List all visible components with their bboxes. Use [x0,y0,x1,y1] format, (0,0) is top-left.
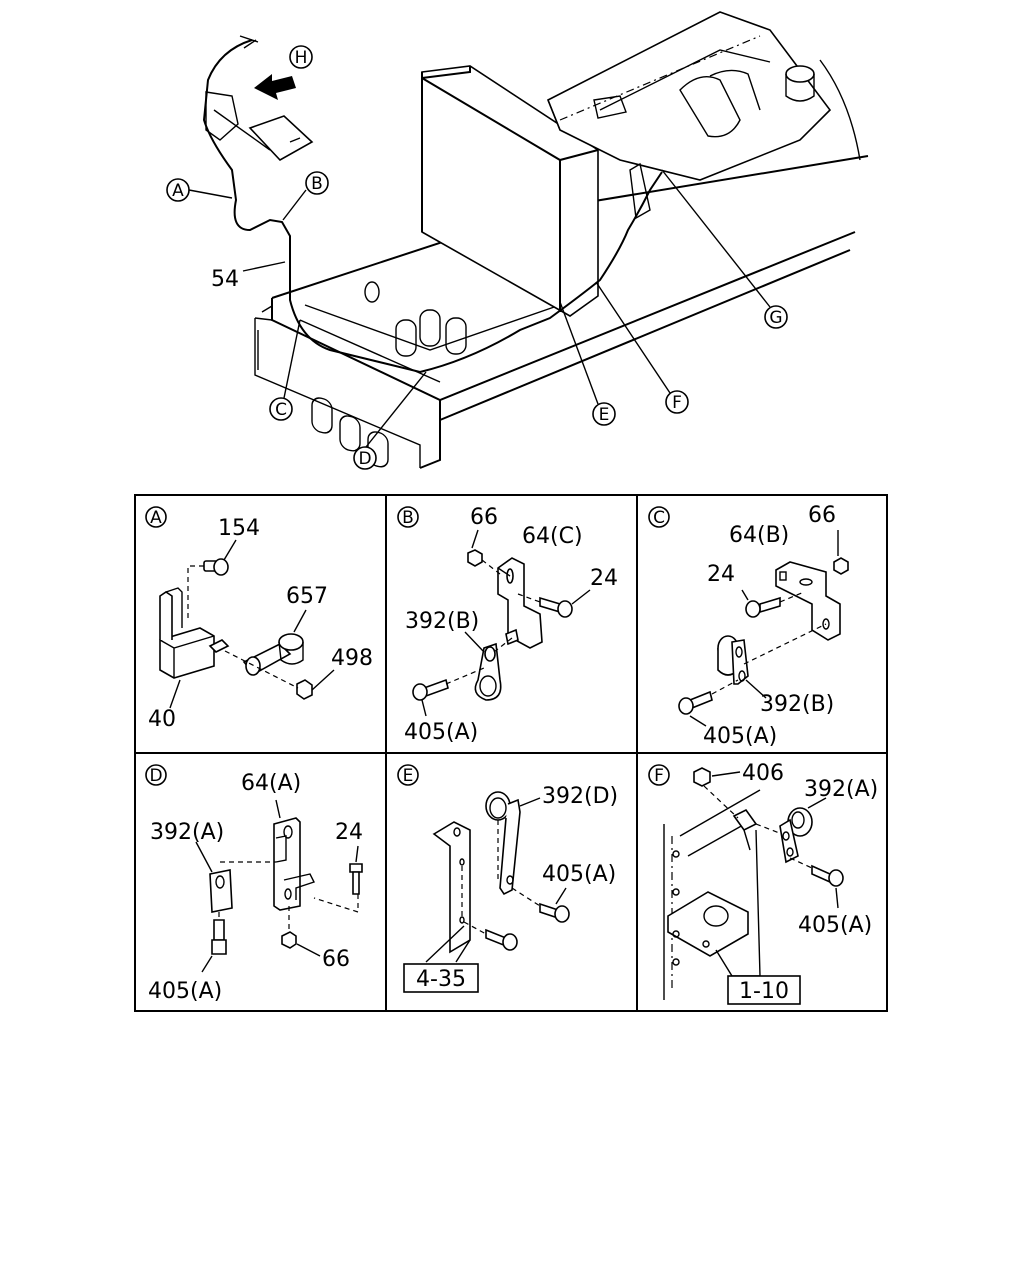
callout-a: A [166,178,190,202]
detail-grid [134,494,888,1012]
part-66-label-c: 66 [808,503,836,528]
ref-1-10: 1-10 [739,979,789,1004]
detail-c: C 64(B) 66 24 392(B) 405(A) [648,503,849,749]
sensor-bracket [205,91,314,162]
part-64b-label: 64(B) [729,523,789,548]
svg-text:C: C [275,400,287,420]
detail-b: B 66 64(C) 24 392(B) 405(A) [397,505,618,745]
part-64a-label: 64(A) [241,771,301,796]
detail-e: E 4-35 392(D) 405(A) [397,764,618,993]
ref-4-35: 4-35 [416,967,466,992]
svg-text:G: G [769,308,782,328]
radiator-block [421,65,599,317]
callout-c: C [269,397,293,421]
detail-d: D 64(A) 392(A) 24 405(A) 66 [145,764,363,1004]
cable-54 [202,39,663,374]
svg-text:F: F [672,393,682,413]
part-405a-label: 405(A) [404,720,478,745]
part-64c-label: 64(C) [522,524,583,549]
part-657-label: 657 [286,584,328,609]
detail-f-letter: F [654,766,664,786]
part-405a-label-e: 405(A) [542,862,616,887]
part-392a-label-f: 392(A) [804,777,878,802]
part-54-label: 54 [211,267,239,292]
part-392b-label: 392(B) [405,609,479,634]
part-405a-label-f: 405(A) [798,913,872,938]
part-154-label: 154 [218,516,260,541]
overview-drawing: H 54 A B C D E F G [166,11,869,470]
front-direction-arrow [254,74,296,100]
svg-text:A: A [172,181,184,201]
detail-d-letter: D [149,766,162,786]
view-h-label: H [295,48,308,68]
svg-text:D: D [358,449,371,469]
svg-text:B: B [311,174,323,194]
part-392b-label-c: 392(B) [760,692,834,717]
svg-text:E: E [599,405,610,425]
detail-c-letter: C [653,508,665,528]
part-24-label-d: 24 [335,820,363,845]
callout-e: E [592,402,616,426]
view-h-callout: H [289,45,313,69]
part-24-label: 24 [590,566,618,591]
engine [546,11,861,220]
frame-holes [311,281,467,468]
part-498-label: 498 [331,646,373,671]
detail-a-letter: A [150,508,162,528]
detail-b-letter: B [402,508,414,528]
part-405a-label-d: 405(A) [148,979,222,1004]
part-24-label-c: 24 [707,562,735,587]
callout-f: F [665,390,689,414]
part-392a-label: 392(A) [150,820,224,845]
detail-a: A 154 657 498 40 [145,506,373,732]
callout-g: G [764,305,788,329]
callout-d: D [353,446,377,470]
detail-f: F 1-10 406 39 [648,761,878,1005]
part-40-label: 40 [148,707,176,732]
part-392d-label: 392(D) [542,784,618,809]
detail-e-letter: E [403,766,414,786]
part-66-label: 66 [470,505,498,530]
part-66-label-d: 66 [322,947,350,972]
part-405a-label-c: 405(A) [703,724,777,749]
callout-b: B [305,171,329,195]
part-406-label: 406 [742,761,784,786]
